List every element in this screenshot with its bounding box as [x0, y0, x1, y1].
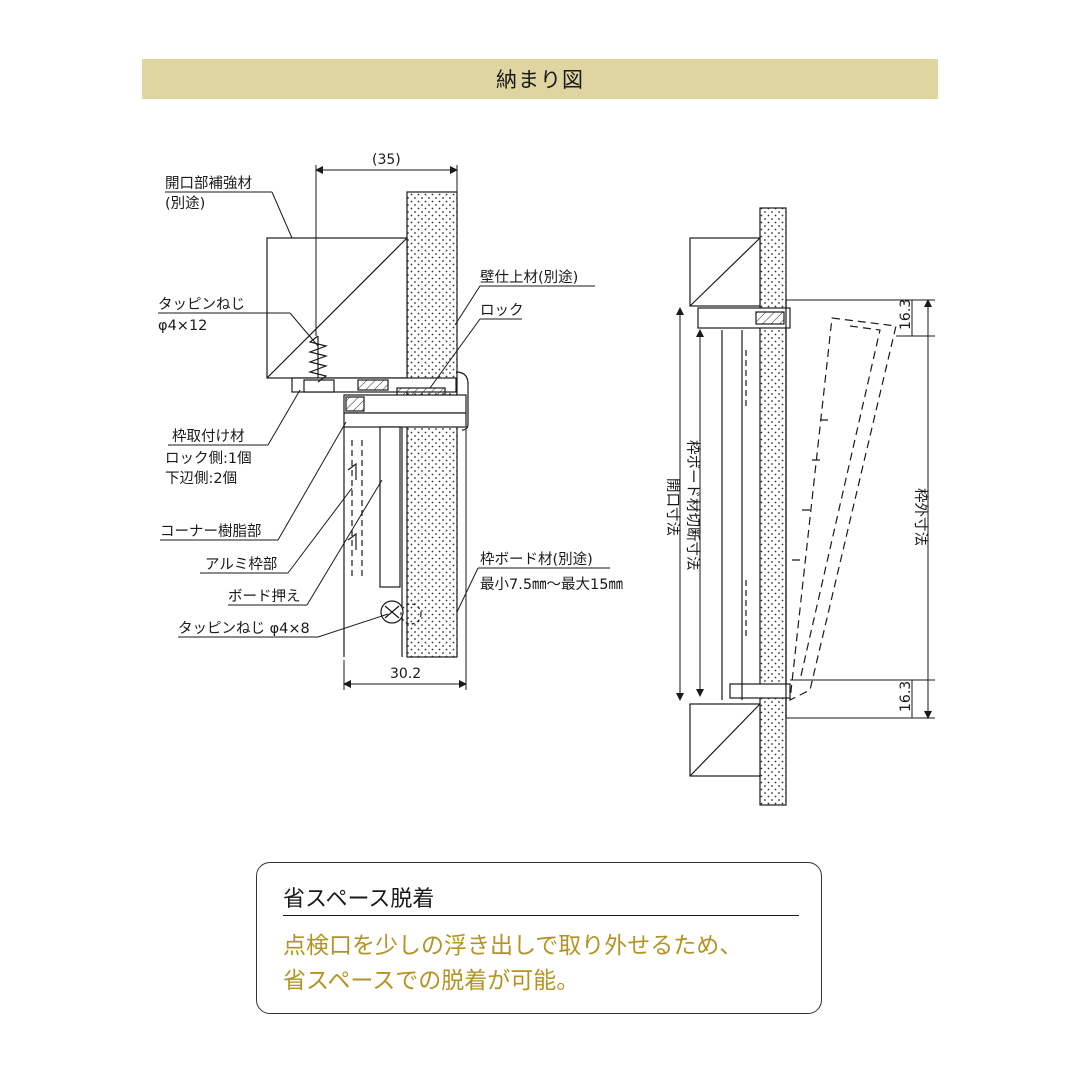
label-wall-finish: 壁仕上材(別途): [480, 269, 578, 286]
label-opening-size: 開口寸法: [664, 478, 681, 536]
label-board-cut-size: 枠ボード材切断寸法: [684, 440, 701, 571]
board-holder-bar: [379, 426, 401, 588]
label-board-holder: ボード押え: [228, 588, 301, 605]
label-tapping-screw-1-size: φ4×12: [158, 318, 207, 334]
title-banner: 納まり図: [142, 59, 938, 99]
feature-card: 省スペース脱着 点検口を少しの浮き出しで取り外せるため、 省スペースでの脱着が可…: [256, 862, 822, 1014]
label-frame-mount-bottom: 下辺側:2個: [165, 470, 237, 487]
label-opening-reinforcement: 開口部補強材: [165, 175, 252, 192]
label-frame-mount-lock: ロック側:1個: [165, 450, 252, 467]
wall-board-right: [759, 207, 787, 806]
label-outer-size: 枠外寸法: [912, 488, 929, 546]
dimension-offset-bottom: 16.3: [898, 681, 914, 712]
label-opening-reinforcement-note: (別途): [165, 195, 205, 212]
detail-section: [266, 165, 469, 690]
feature-description-line-1: 点検口を少しの浮き出しで取り外せるため、: [283, 933, 743, 959]
leader-lines: [158, 191, 610, 638]
dimension-offset-top: 16.3: [898, 299, 914, 330]
feature-description: 点検口を少しの浮き出しで取り外せるため、 省スペースでの脱着が可能。: [283, 929, 813, 999]
overall-section: [676, 207, 935, 806]
detail-labels: 開口部補強材 (別途) タッピンねじ φ4×12 枠取付け材 ロック側:1個 下…: [158, 152, 623, 682]
label-frame-board-range: 最小7.5㎜〜最大15㎜: [480, 576, 623, 593]
label-lock: ロック: [480, 302, 524, 319]
label-tapping-screw-2: タッピンねじ φ4×8: [178, 620, 310, 637]
feature-title: 省スペース脱着: [283, 887, 435, 912]
dimension-bottom-width: 30.2: [390, 666, 421, 682]
feature-description-line-2: 省スペースでの脱着が可能。: [283, 968, 580, 994]
label-frame-mount: 枠取付け材: [172, 428, 245, 445]
screw-large: [303, 335, 335, 393]
label-tapping-screw-1: タッピンねじ: [158, 296, 245, 313]
feature-divider: [283, 915, 799, 916]
label-corner-resin: コーナー樹脂部: [160, 523, 262, 540]
label-aluminum-frame: アルミ枠部: [205, 556, 277, 573]
tilted-panel: [789, 317, 897, 702]
dimension-top-width: (35): [372, 152, 401, 168]
overall-labels: 開口寸法 枠ボード材切断寸法 枠外寸法 16.3 16.3: [664, 299, 929, 712]
page-title: 納まり図: [496, 68, 584, 92]
label-frame-board: 枠ボード材(別途): [480, 551, 593, 568]
